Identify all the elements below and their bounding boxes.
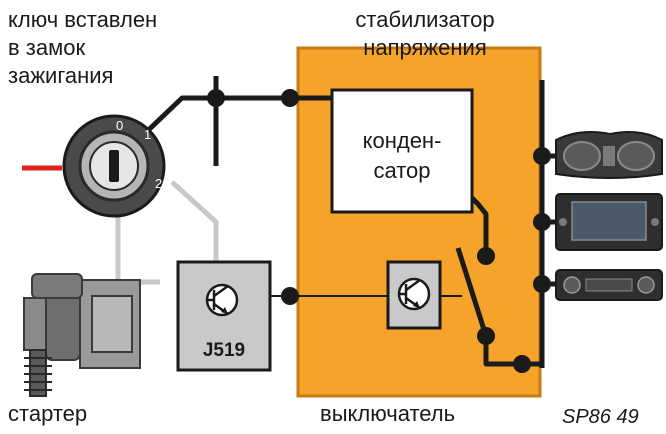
ignition-pos-2: 2 (155, 176, 162, 191)
climate-panel-icon (555, 269, 663, 301)
ignition-pos-0: 0 (116, 118, 123, 133)
ignition-key-label: ключ вставлен в замок зажигания (8, 6, 157, 90)
figure-reference: SP86 49 (562, 406, 639, 428)
starter-label: стартер (8, 401, 88, 426)
ignition-key-label-line1: ключ вставлен (8, 7, 158, 32)
capacitor-label-line2: сатор (373, 158, 431, 183)
ignition-pos-1: 1 (144, 127, 151, 142)
capacitor-label-line1: конден- (362, 128, 442, 153)
j519-module (176, 260, 272, 372)
switch-label: выключатель (320, 401, 456, 426)
ignition-key-label-line3: зажигания (8, 63, 114, 88)
ignition-lock-icon: 0 1 2 (62, 114, 166, 218)
ignition-key-label-line2: в замок (8, 35, 86, 60)
stabilizer-label-line1: стабилизатор (355, 7, 495, 32)
stabilizer-label: стабилизатор напряжения (330, 6, 520, 62)
radio-unit-icon (555, 193, 663, 251)
junction-dots (207, 89, 551, 373)
relay-label: J519 (202, 340, 246, 361)
transistor-icon (386, 260, 442, 330)
stabilizer-label-line2: напряжения (363, 35, 487, 60)
capacitor-box (330, 88, 474, 214)
starter-motor-icon (23, 273, 141, 397)
instrument-cluster-icon (555, 131, 663, 179)
capacitor-label: конден- сатор (332, 126, 472, 186)
